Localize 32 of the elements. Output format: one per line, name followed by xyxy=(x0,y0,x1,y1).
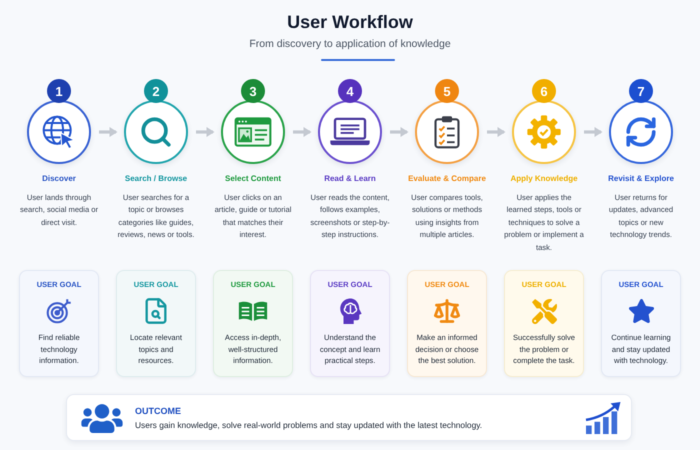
arrow xyxy=(487,127,506,137)
subtitle: From discovery to application of knowledge xyxy=(249,37,451,51)
step-number-badge: 7 xyxy=(629,79,653,103)
step-title: Evaluate & Compare xyxy=(408,173,486,185)
step-number-badge: 2 xyxy=(144,79,168,103)
goal-card xyxy=(213,270,293,377)
arrow xyxy=(293,127,312,137)
step-number-badge: 3 xyxy=(241,79,265,103)
goal-card xyxy=(601,270,681,377)
step-number-badge: 6 xyxy=(532,79,556,103)
step-title: Discover xyxy=(42,173,76,185)
step-title: Revisit & Explore xyxy=(608,173,674,185)
arrow xyxy=(99,127,118,137)
step-number-badge: 4 xyxy=(338,79,362,103)
outcome-panel xyxy=(66,394,632,441)
step-title: Apply Knowledge xyxy=(510,173,578,185)
step-title: Read & Learn xyxy=(324,173,376,185)
diagram-title: User Workflow xyxy=(287,11,413,34)
goal-card xyxy=(310,270,390,377)
arrow xyxy=(584,127,602,137)
step-title: Select Content xyxy=(224,173,281,185)
step-title: Search / Browse xyxy=(124,173,188,185)
goal-card xyxy=(407,270,487,377)
step-number-badge: 1 xyxy=(47,79,71,103)
goal-card xyxy=(19,270,99,377)
step-number-badge: 5 xyxy=(435,79,459,103)
goal-card xyxy=(504,270,584,377)
goal-card xyxy=(116,270,196,377)
arrow xyxy=(390,127,408,137)
outcome-heading: OUTCOME xyxy=(135,405,181,417)
outcome-text: Users gain knowledge, solve real-world problems and stay updated with the latest technology. xyxy=(135,419,482,431)
arrow xyxy=(196,127,214,137)
